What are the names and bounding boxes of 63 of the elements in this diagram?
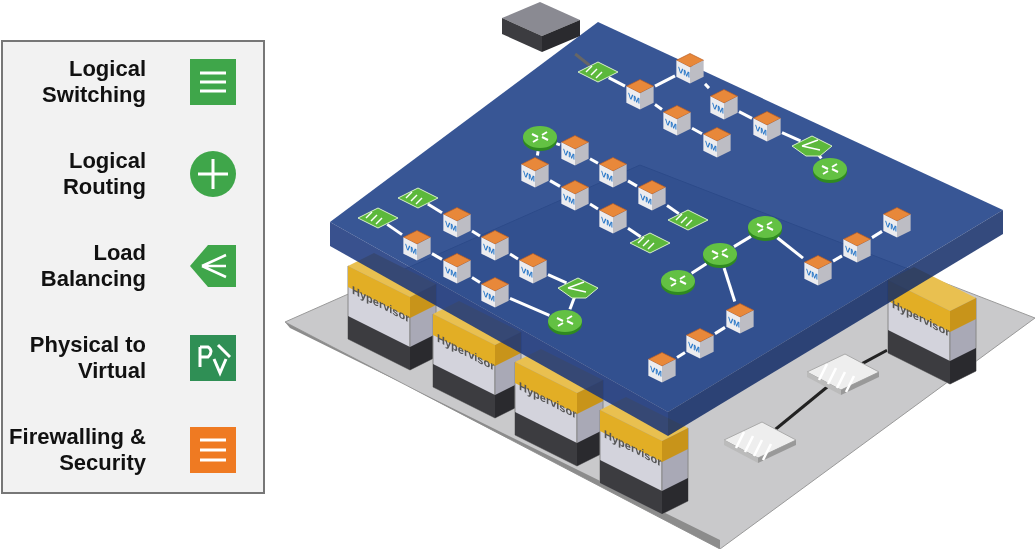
network-line [733, 235, 752, 248]
network-line [535, 151, 540, 156]
legend-text: Physical to Virtual [28, 332, 146, 384]
vm-label: VM [405, 241, 417, 258]
vm-label: VM [650, 363, 662, 380]
vm-label: VM [563, 146, 575, 163]
network-line [774, 385, 829, 431]
network-line [509, 252, 519, 261]
vm-label: VM [483, 241, 495, 258]
network-line [703, 82, 711, 90]
legend-text: Firewalling & Security [8, 424, 146, 476]
vm-label: VM [885, 218, 897, 235]
vm-label: VM [445, 264, 457, 281]
vm-label: VM [523, 168, 535, 185]
vm-label: VM [712, 100, 724, 117]
network-line [627, 226, 642, 238]
network-line [714, 326, 726, 335]
vm-label: VM [640, 191, 652, 208]
vm-label: VM [521, 264, 533, 281]
network-line [555, 142, 561, 147]
vm-label: VM [705, 138, 717, 155]
vm-label: VM [483, 288, 495, 305]
network-line [722, 267, 737, 302]
network-line [427, 202, 443, 215]
network-line [781, 131, 802, 143]
network-line [547, 273, 568, 285]
network-line [509, 297, 550, 317]
network-line [832, 254, 843, 263]
network-line [386, 223, 403, 236]
vm-label: VM [665, 116, 677, 133]
network-line [589, 202, 599, 211]
legend-text: Logical Switching [41, 56, 146, 108]
vm-label: VM [688, 339, 700, 356]
network-line [738, 110, 753, 120]
vm-label: VM [728, 314, 740, 331]
network-line [471, 276, 481, 284]
network-line [627, 179, 638, 188]
network-line [431, 252, 443, 261]
network-line [860, 348, 888, 366]
legend-text: Load Balancing [39, 240, 146, 292]
vm-label: VM [678, 64, 690, 81]
network-line [574, 52, 591, 67]
vm-label: VM [628, 90, 640, 107]
vm-label: VM [601, 214, 613, 231]
vm-label: VM [563, 191, 575, 208]
network-line [676, 351, 686, 359]
network-line [871, 230, 883, 239]
network-line [654, 74, 676, 88]
vm-label: VM [845, 243, 857, 260]
network-line [549, 179, 561, 188]
network-line [691, 126, 703, 136]
vm-label: VM [445, 218, 457, 235]
network-line [666, 204, 680, 215]
network-line [776, 236, 804, 260]
network-line [654, 103, 663, 111]
network-line [607, 76, 626, 88]
network-line [471, 229, 481, 238]
vm-label: VM [755, 122, 767, 139]
vm-label: VM [601, 168, 613, 185]
network-line [589, 157, 599, 165]
network-line [690, 262, 708, 275]
vm-label: VM [806, 266, 818, 283]
legend-text: Logical Routing [61, 148, 146, 200]
